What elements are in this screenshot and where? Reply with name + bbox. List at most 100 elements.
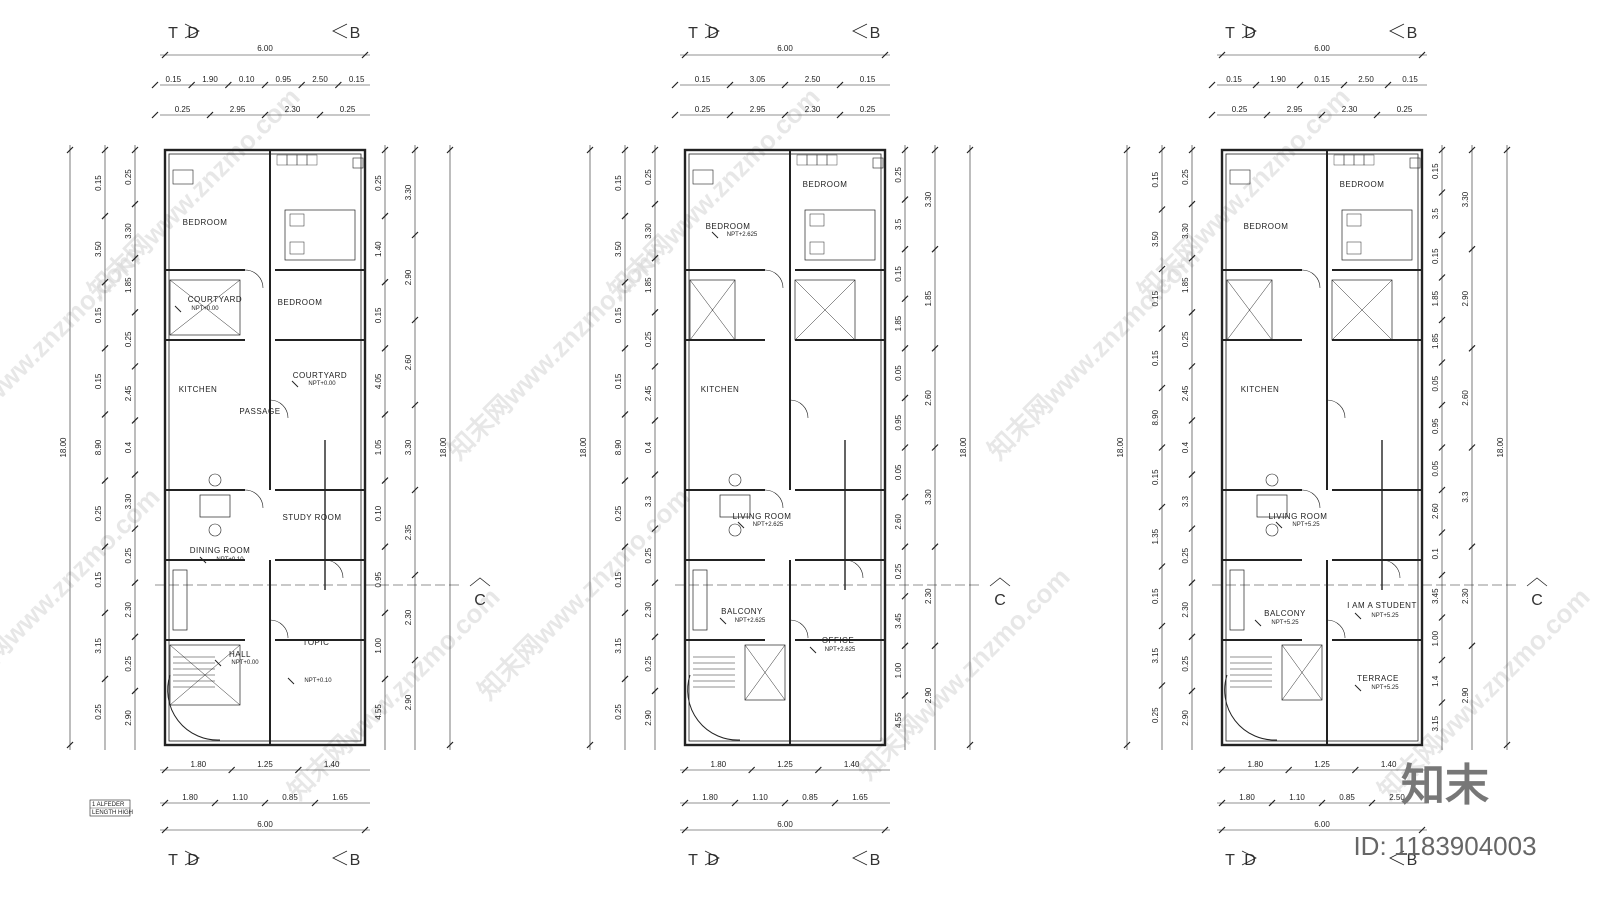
- outer-wall: [683, 148, 887, 747]
- room-label: BEDROOM: [183, 218, 228, 227]
- dimension-tick: [1503, 741, 1511, 749]
- void-shaft: [744, 644, 786, 701]
- image-id-label: ID: 1183904003: [1353, 831, 1536, 861]
- dim-left-a: 0.25: [614, 704, 623, 720]
- tile: [826, 154, 838, 166]
- void-shaft: [169, 279, 241, 336]
- dimension-tick: [381, 543, 389, 551]
- inner-wall-line: [168, 153, 362, 742]
- door-swing: [844, 559, 864, 579]
- toilet: [692, 169, 714, 185]
- dim-bottom-2: 1.10: [232, 793, 248, 802]
- section-mark-t-bottom: T: [1225, 852, 1235, 869]
- level-mark: [1354, 684, 1362, 692]
- section-mark-b-bottom: B: [1407, 852, 1418, 869]
- dimension-tick: [1438, 656, 1446, 664]
- dim-bottom-2: 0.85: [1339, 793, 1355, 802]
- dim-right-b: 1.85: [924, 290, 933, 306]
- dimension-tick: [101, 543, 109, 551]
- dimension-tick: [101, 477, 109, 484]
- dim-left-b: 0.25: [124, 547, 133, 563]
- chair: [1265, 523, 1279, 537]
- door-swing: [1301, 489, 1321, 509]
- dimension-tick: [334, 81, 342, 89]
- dimension-tick: [411, 146, 419, 154]
- dimension-tick: [1468, 146, 1476, 154]
- section-arrow: [1241, 850, 1257, 866]
- level-label: NPT+2.625: [825, 647, 856, 653]
- dim-left-b: 2.30: [644, 601, 653, 617]
- dimension-tick: [131, 525, 139, 533]
- dim-right-a: 0.25: [894, 563, 903, 579]
- dimension-tick: [261, 111, 269, 119]
- dim-top-1: 0.95: [276, 75, 292, 84]
- dimension-tick: [836, 81, 844, 89]
- dim-right-a: 3.45: [1431, 588, 1440, 604]
- level-label: NPT+5.25: [1371, 613, 1399, 619]
- dimension-tick: [1188, 254, 1196, 262]
- dimension-tick: [1208, 81, 1216, 89]
- dimension-tick: [1218, 799, 1226, 807]
- dimension-tick: [101, 146, 109, 154]
- level-label: NPT+0.10: [304, 678, 332, 684]
- dim-left-b: 2.45: [644, 385, 653, 401]
- dimension-tick: [1438, 444, 1446, 451]
- dimension-tick: [1158, 444, 1166, 451]
- level-label: NPT+5.25: [1271, 620, 1299, 626]
- dim-right-a: 0.95: [1431, 418, 1440, 434]
- dimension-tick: [836, 111, 844, 119]
- room-label: BEDROOM: [706, 222, 751, 231]
- dim-right-a: 1.4: [1431, 675, 1440, 687]
- dim-bottom-total: 6.00: [257, 820, 273, 829]
- level-mark: [1254, 619, 1262, 627]
- dim-left-b: 0.25: [644, 547, 653, 563]
- dimension-tick: [101, 212, 109, 220]
- level-mark: [199, 556, 207, 564]
- dimension-tick: [901, 691, 909, 699]
- section-arrow: [1389, 850, 1405, 866]
- dimension-tick: [1438, 231, 1446, 239]
- door-swing: [1326, 619, 1346, 639]
- dimension-tick: [671, 81, 679, 89]
- tile: [806, 154, 818, 166]
- dim-left-a: 0.15: [1151, 588, 1160, 604]
- dimension-tick: [1468, 642, 1476, 650]
- dimension-tick: [1188, 146, 1196, 154]
- dim-left-b: 2.45: [124, 385, 133, 401]
- dimension-tick: [651, 633, 659, 641]
- dim-right-b: 3.30: [1461, 191, 1470, 207]
- dim-left-a: 3.15: [1151, 647, 1160, 663]
- dim-left-b: 0.25: [1181, 169, 1190, 185]
- dim-right-b: 3.3: [1461, 491, 1470, 503]
- dim-right-a: 1.40: [374, 241, 383, 257]
- dimension-tick: [224, 81, 232, 89]
- room-label: OFFICE: [822, 636, 854, 645]
- dimension-tick: [681, 826, 689, 834]
- dim-right-a: 0.15: [1431, 248, 1440, 264]
- room-label: BALCONY: [1264, 609, 1306, 618]
- tile: [1333, 154, 1345, 166]
- dim-top-2: 2.95: [1287, 105, 1303, 114]
- dimension-tick: [1468, 543, 1476, 551]
- dim-top-2: 2.30: [805, 105, 821, 114]
- dimension-tick: [1188, 633, 1196, 641]
- dimension-tick: [381, 609, 389, 617]
- dimension-tick: [1218, 51, 1226, 59]
- dim-top-2: 0.25: [1232, 105, 1248, 114]
- watermark-text: 知末网www.znzmo.com: [282, 582, 506, 806]
- dimension-tick: [901, 592, 909, 600]
- dimension-tick: [151, 81, 159, 89]
- dim-right-b: 2.35: [404, 524, 413, 540]
- dimension-tick: [101, 278, 109, 286]
- dimension-tick: [311, 799, 319, 807]
- dimension-tick: [1188, 525, 1196, 533]
- void-shaft: [1281, 644, 1323, 701]
- dimension-tick: [1188, 200, 1196, 208]
- dimension-tick: [1296, 81, 1304, 89]
- dim-left-a: 1.35: [1151, 528, 1160, 544]
- dimension-tick: [901, 196, 909, 204]
- dim-right-a: 1.00: [374, 638, 383, 654]
